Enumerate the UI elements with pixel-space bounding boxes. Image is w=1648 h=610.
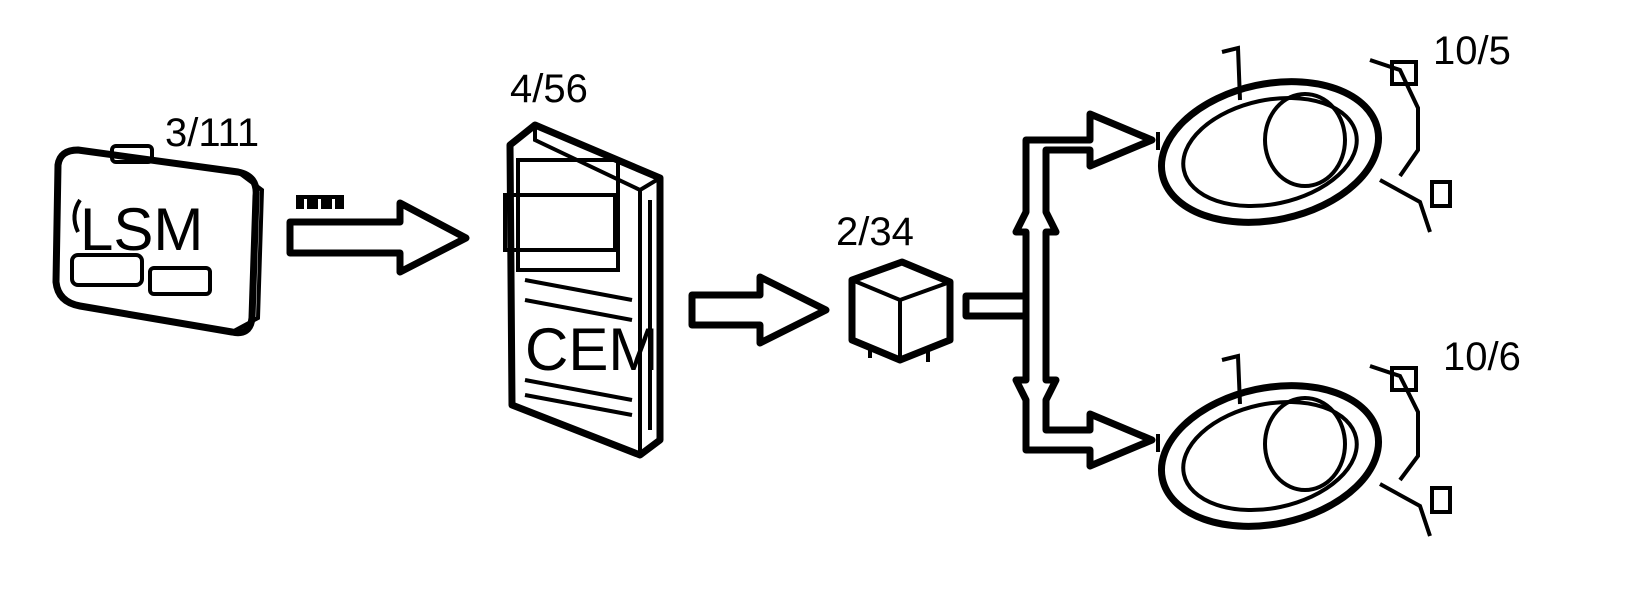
branch-arrows — [962, 110, 1156, 470]
relay-id-label: 2/34 — [836, 210, 914, 254]
fog-light-left — [1156, 45, 1452, 233]
lsm-switch-module: LSM — [52, 144, 265, 337]
arrow-lsm-to-cem — [286, 199, 470, 276]
fog-light-right-id-label: 10/6 — [1443, 335, 1521, 379]
cem-name: CEM — [525, 316, 658, 383]
cem-module: CEM — [503, 121, 664, 459]
arrow-cem-to-relay — [688, 273, 830, 347]
lsm-id-label: 3/111 — [165, 111, 259, 155]
lsm-name: LSM — [80, 196, 203, 263]
fog-light-left-id-label: 10/5 — [1433, 29, 1511, 73]
fog-light-right — [1156, 353, 1452, 537]
relay — [848, 258, 954, 364]
signal-marker-icon — [296, 195, 344, 209]
cem-id-label: 4/56 — [510, 67, 588, 111]
